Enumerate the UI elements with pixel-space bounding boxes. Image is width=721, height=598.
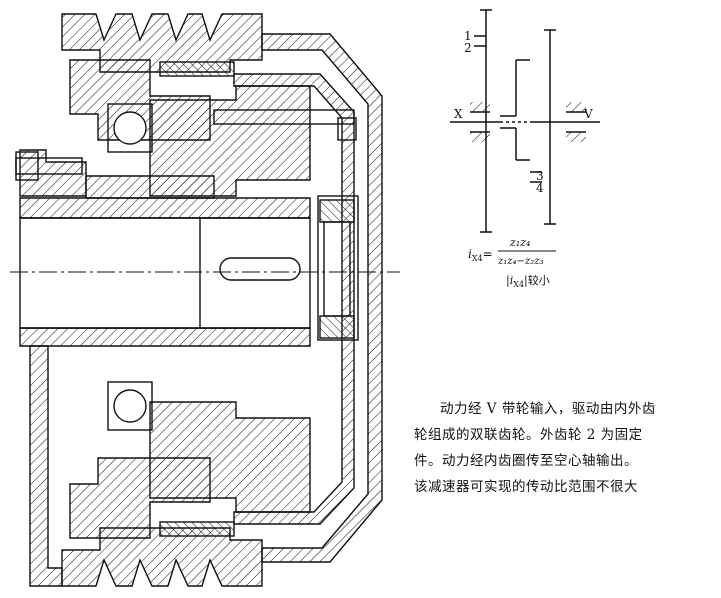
end-bearing — [317, 195, 359, 341]
ring-gear-top — [159, 61, 235, 77]
bolt-top — [213, 109, 355, 125]
description-line-1: 动力经 V 带轮输入，驱动由内外齿 — [440, 401, 656, 417]
end-bearing-ring — [323, 221, 351, 317]
keyway — [219, 257, 301, 281]
gear-label-4: 4 — [536, 181, 544, 195]
description-line-3: 件。动力经内齿圈传至空心轴输出。 — [414, 453, 638, 469]
input-bearing-x — [470, 102, 490, 112]
gear-label-1: 1 — [464, 29, 472, 43]
transmission-ratio-formula: iX4= z₁z₄ z₁z₄−z₂z₃ |iX4|较小 — [468, 236, 556, 289]
svg-text:iX4=: iX4= — [468, 247, 493, 263]
output-bearing-v-bottom — [566, 132, 586, 142]
note-symbol: i — [510, 274, 514, 287]
output-hub-bottom — [149, 401, 311, 513]
description-paragraph: 动力经 V 带轮输入，驱动由内外齿 轮组成的双联齿轮。外齿轮 2 为固定 件。动… — [414, 396, 714, 500]
kinematic-schematic — [450, 9, 600, 233]
shaft-bore — [19, 217, 311, 329]
sectional-view — [10, 13, 400, 587]
screw-head-left — [15, 151, 39, 181]
formula-denominator: z₁z₄−z₂z₃ — [497, 256, 544, 267]
note-bar-open: | — [506, 274, 510, 288]
schematic-labels: 1 2 3 4 X V — [454, 29, 593, 195]
formula-equals: = — [483, 247, 493, 261]
ball-bearing-bottom — [113, 389, 147, 423]
output-bearing-v — [566, 102, 586, 112]
shaft-flange-top — [19, 149, 87, 197]
ring-gear-bottom — [159, 521, 235, 537]
ball-bearing-top — [113, 111, 147, 145]
shaft-label-x: X — [454, 107, 463, 121]
svg-text:|iX4|较小: |iX4|较小 — [506, 273, 550, 289]
note-bar-close: | — [524, 274, 528, 288]
shaft-collar-top — [85, 175, 215, 199]
gear-label-3: 3 — [536, 169, 544, 183]
end-bearing-top-block — [319, 199, 355, 223]
hollow-shaft-upper-wall — [19, 197, 311, 219]
description-line-4: 该减速器可实现的传动比范围不很大 — [414, 479, 638, 495]
housing-cover — [261, 33, 383, 563]
end-bearing-bottom-block — [319, 315, 355, 339]
formula-lhs-subscript: X4 — [472, 254, 483, 263]
formula-numerator: z₁z₄ — [509, 236, 530, 249]
formula-lhs-symbol: i — [468, 247, 472, 261]
input-bearing-x-bottom — [470, 132, 490, 142]
torque-arm — [29, 345, 63, 587]
gear-label-2: 2 — [464, 41, 472, 55]
note-subscript: X4 — [513, 280, 524, 289]
note-text: 较小 — [528, 273, 550, 287]
bolt-head-top — [337, 117, 357, 141]
description-line-2: 轮组成的双联齿轮。外齿轮 2 为固定 — [414, 427, 643, 443]
hollow-shaft-lower-wall — [19, 327, 311, 347]
shaft-label-v: V — [583, 107, 593, 121]
